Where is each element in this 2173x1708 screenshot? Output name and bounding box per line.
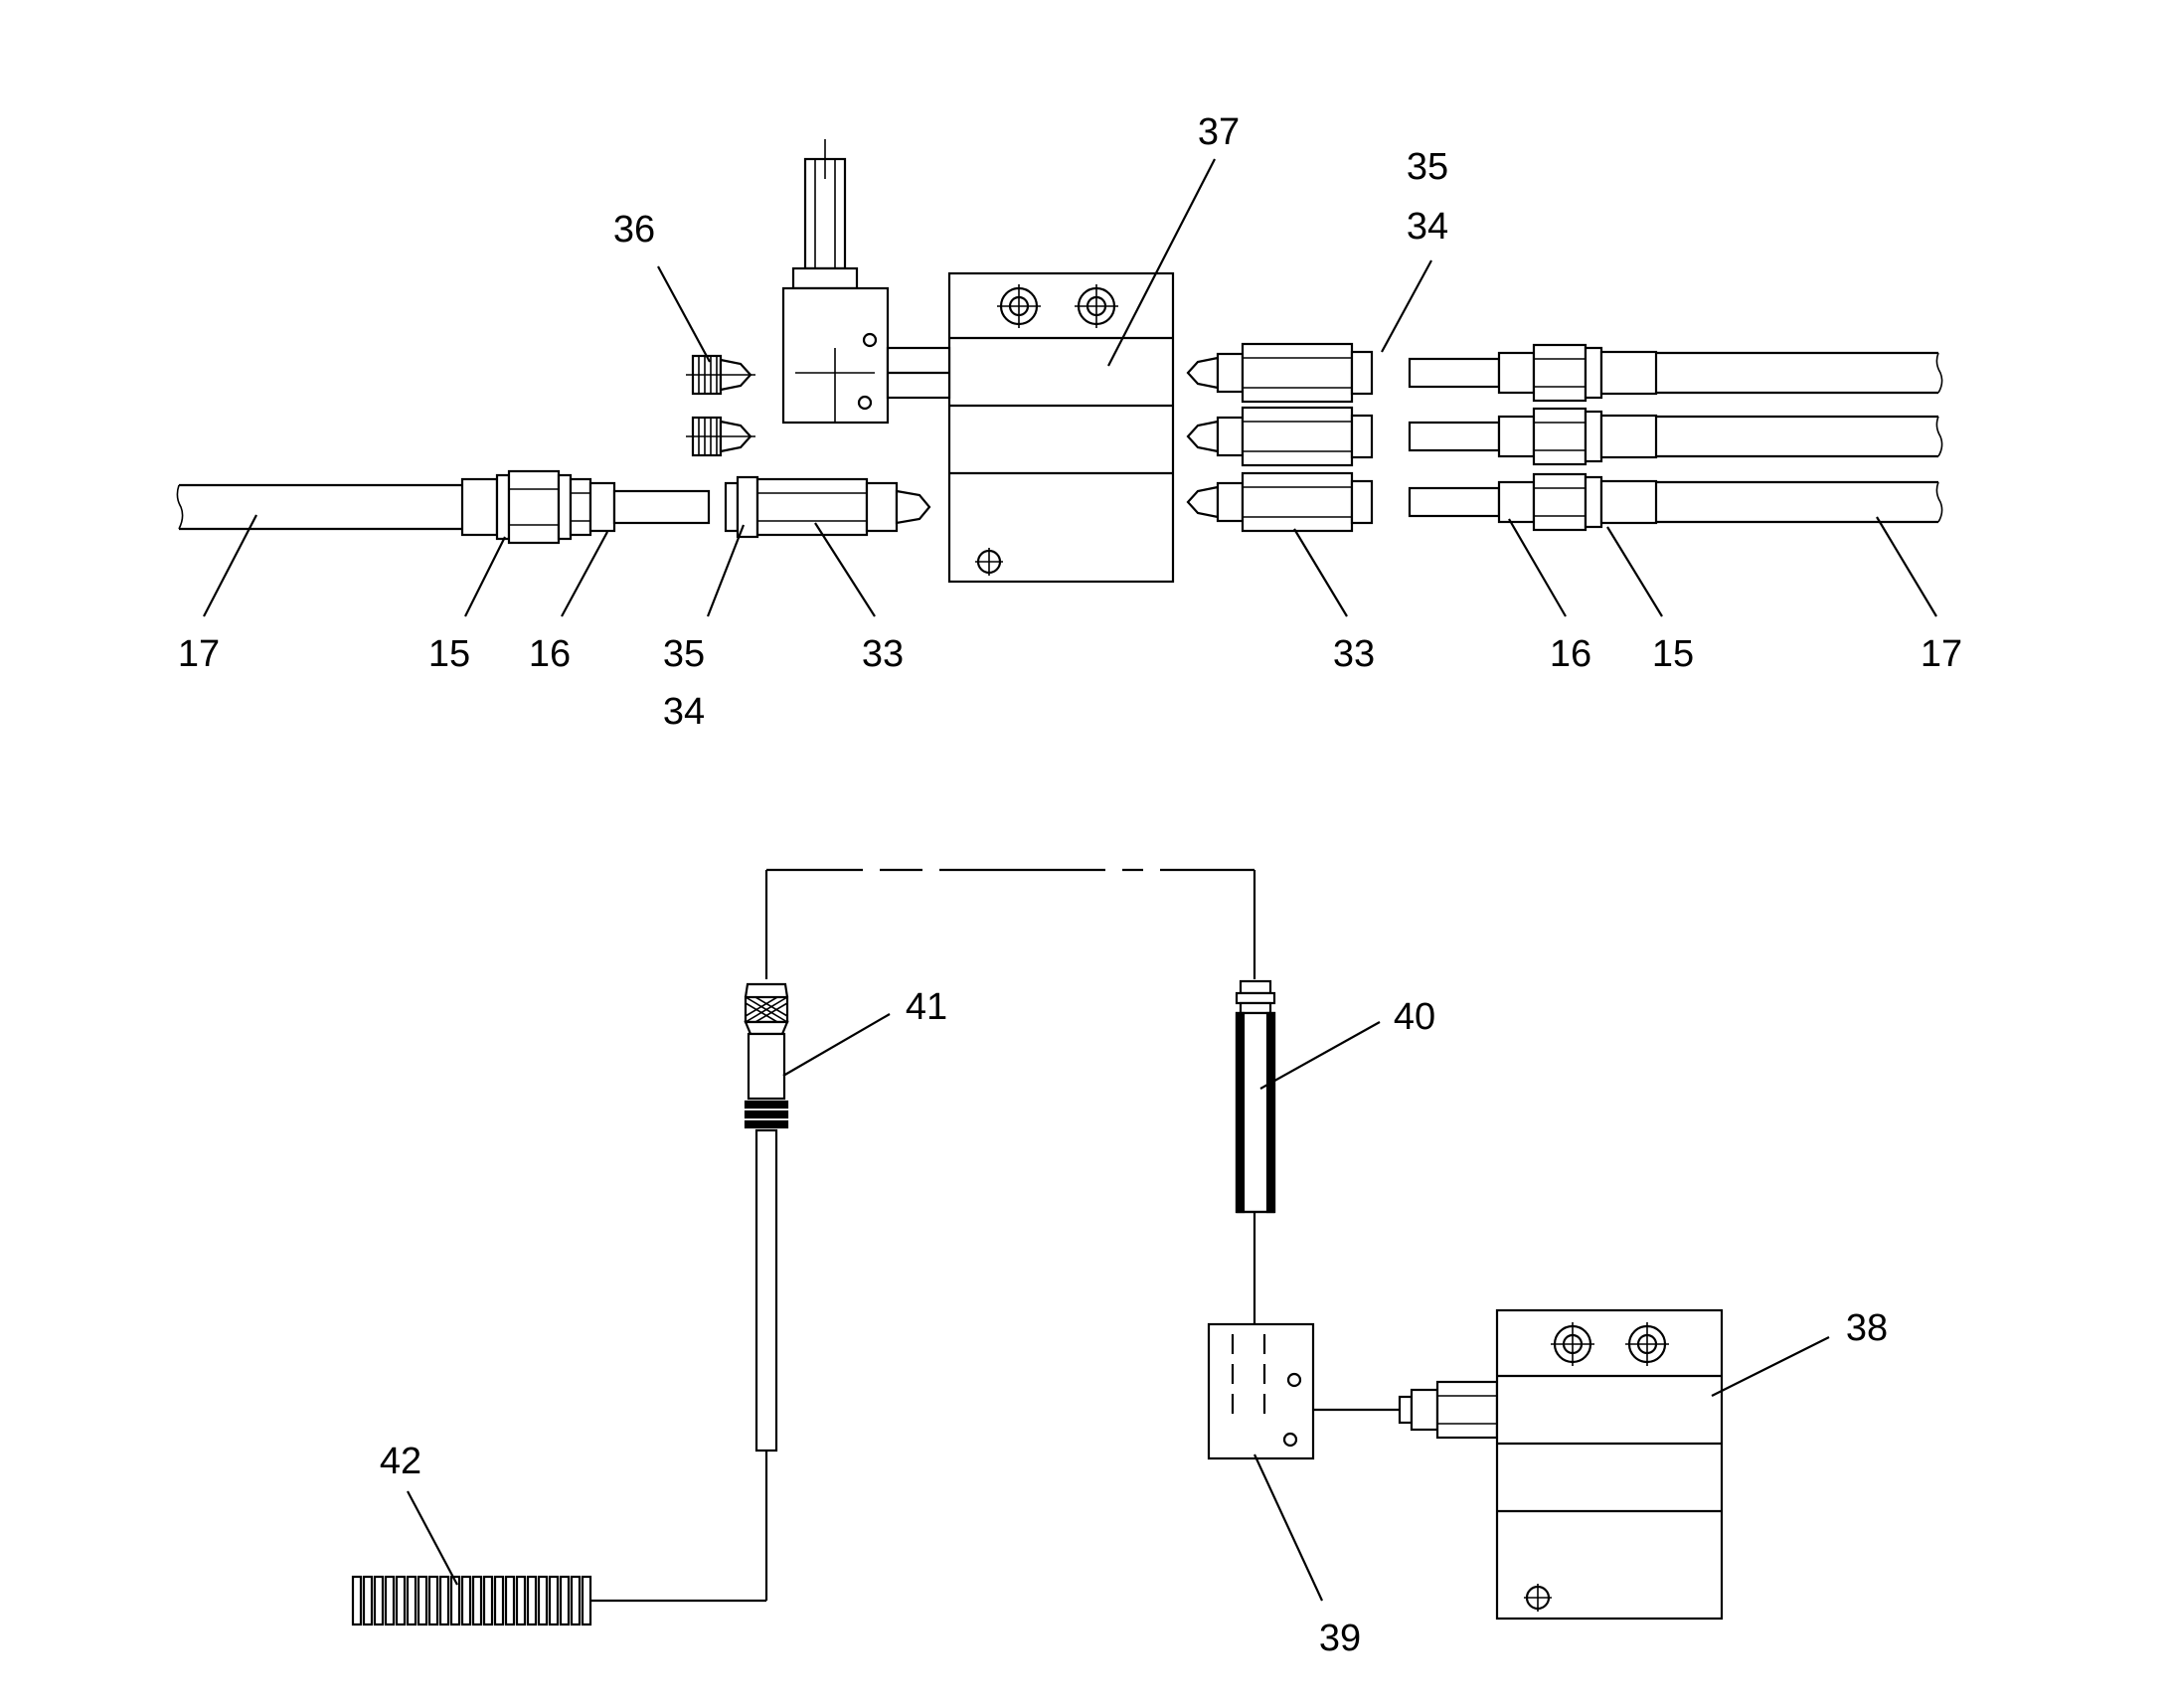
callout-38: 38 xyxy=(1846,1307,1888,1349)
callout-17-left: 17 xyxy=(178,633,220,675)
callout-16-right: 16 xyxy=(1550,633,1591,675)
cap-36-upper xyxy=(686,354,755,396)
block-38 xyxy=(1495,1308,1724,1621)
fitting-15-left xyxy=(460,469,573,545)
callout-35-bottom: 35 xyxy=(663,633,705,675)
right-line-row-1 xyxy=(1186,342,1943,404)
cable-loop xyxy=(764,868,1256,979)
callout-15-right: 15 xyxy=(1652,633,1694,675)
callout-34-top: 34 xyxy=(1407,206,1448,248)
manifold-block-37 xyxy=(947,271,1175,584)
callout-36: 36 xyxy=(613,209,655,251)
callout-41: 41 xyxy=(906,986,947,1028)
coil-42 xyxy=(351,1575,592,1626)
valve-body-top xyxy=(781,139,951,425)
fitting-39-38 xyxy=(1398,1380,1499,1440)
cap-36-lower xyxy=(686,416,755,457)
sensor-40 xyxy=(1235,979,1276,1324)
hose-17-left xyxy=(176,483,462,531)
leader-lines-bottom xyxy=(407,1013,1830,1602)
connector-41 xyxy=(591,982,789,1603)
leader-lines-top xyxy=(203,158,1937,617)
right-line-row-2 xyxy=(1186,406,1943,467)
callout-labels: 17 15 16 35 34 33 36 37 35 34 33 16 15 1… xyxy=(178,111,1962,1659)
fitting-16-left xyxy=(569,477,711,537)
callout-39: 39 xyxy=(1319,1618,1361,1659)
right-line-row-3 xyxy=(1186,471,1943,533)
callout-34-bottom: 34 xyxy=(663,691,705,733)
callout-33-left: 33 xyxy=(862,633,904,675)
callout-35-top: 35 xyxy=(1407,146,1448,188)
callout-33-right: 33 xyxy=(1333,633,1375,675)
callout-37: 37 xyxy=(1198,111,1240,153)
callout-42: 42 xyxy=(380,1441,421,1482)
callout-15-left: 15 xyxy=(428,633,470,675)
block-39 xyxy=(1207,1322,1400,1460)
callout-16-left: 16 xyxy=(529,633,571,675)
callout-40: 40 xyxy=(1394,996,1435,1038)
callout-17-right: 17 xyxy=(1921,633,1962,675)
coupling-33-left xyxy=(724,475,931,539)
